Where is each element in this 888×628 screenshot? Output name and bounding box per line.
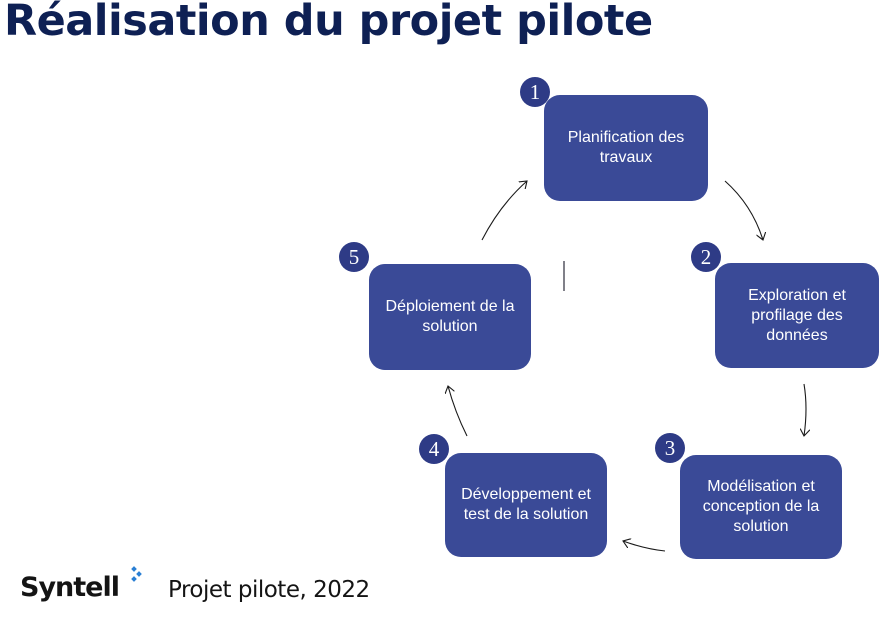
step-3-label: Modélisation et conception de la solutio… [702,478,820,535]
step-4-label: Développement et test de la solution [461,486,591,523]
arrow-4-to-5 [448,386,468,437]
arrow-5-to-1 [481,181,527,241]
step-5-label: Déploiement de la solution [385,298,515,335]
arrow-3-to-4 [623,541,666,552]
step-1-label: Planification des travaux [567,129,685,166]
step-4-box: Développement et test de la solution [445,453,607,557]
arrow-2-to-3 [804,383,806,436]
page-title: Réalisation du projet pilote [4,0,653,46]
step-3-badge: 3 [655,433,685,463]
logo-dots-icon [131,566,142,582]
step-1-badge: 1 [520,77,550,107]
step-2-label: Exploration et profilage des données [748,286,846,344]
footer-caption: Projet pilote, 2022 [168,577,370,603]
step-1-box: Planification des travaux [544,95,708,201]
step-2-badge: 2 [691,242,721,272]
step-5-badge: 5 [339,242,369,272]
syntell-logo: Syntell [20,572,120,603]
step-2-box: Exploration et profilage des données [715,263,879,368]
step-4-badge: 4 [419,434,449,464]
arrow-1-to-2 [724,180,763,240]
step-3-box: Modélisation et conception de la solutio… [680,455,842,559]
step-5-box: Déploiement de la solution [369,264,531,370]
